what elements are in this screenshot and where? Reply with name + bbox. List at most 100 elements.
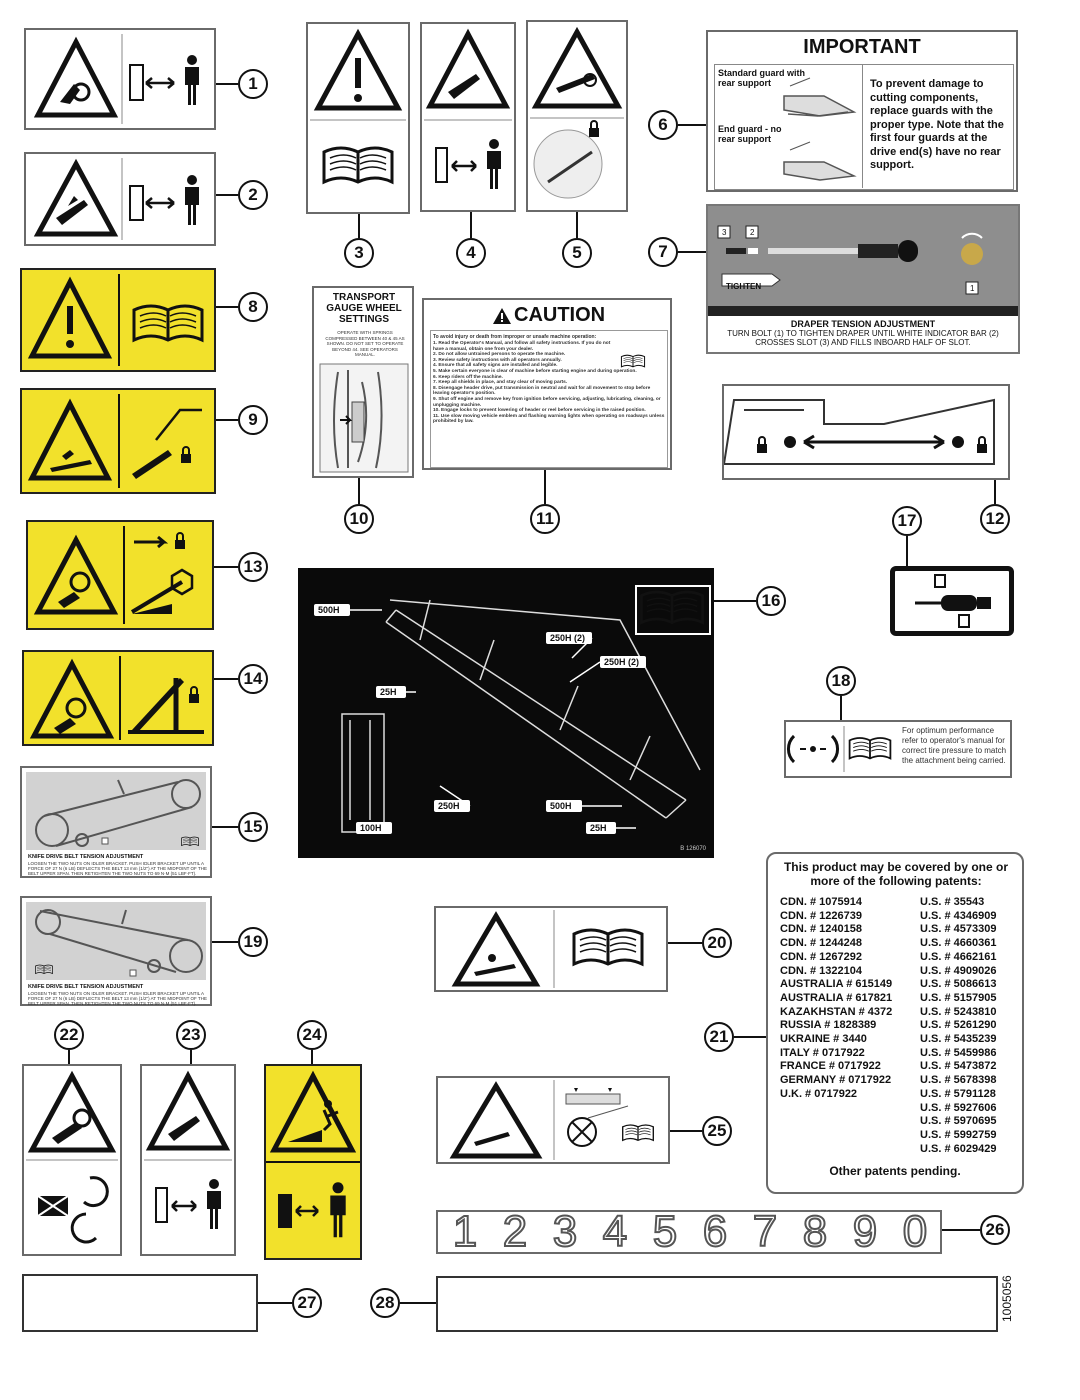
decal-15-title: KNIFE DRIVE BELT TENSION ADJUSTMENT [28,854,144,860]
decal-24-fall-keep-clear [264,1064,362,1260]
decal-20-hazard-manual [434,906,668,992]
callout-9: 9 [238,405,268,435]
belt-drive-diagram-icon [35,909,203,977]
lube-label-6: 500H [550,801,572,811]
patent-entry: U.S. # 5992759 [920,1128,997,1141]
callout-24: 24 [297,1020,327,1050]
callout-25: 25 [702,1116,732,1146]
patent-entry: CDN. # 1075914 [780,896,862,908]
decal-27-blank [22,1274,258,1332]
callout-16: 16 [756,586,786,616]
patent-entry: CDN. # 1244248 [780,937,862,950]
patent-entry: CDN. # 1240158 [780,923,862,936]
decal-10-transport-gauge-wheel: TRANSPORT GAUGE WHEEL SETTINGS OPERATE W… [312,286,414,478]
callout-7: 7 [648,237,678,267]
decal-11-list: 1. Read the Operator's Manual, and follo… [433,341,665,425]
patent-entry: U.S. # 4573309 [920,923,997,936]
decal-1-entanglement-keep-clear [24,28,216,130]
patent-entry: AUSTRALIA # 615149 [780,978,893,991]
patent-entry: U.S. # 5459986 [920,1046,997,1059]
patent-entry: FRANCE # 0717922 [780,1060,881,1073]
decal-15-body: LOOSEN THE TWO NUTS ON IDLER BRACKET. PU… [28,861,207,876]
hand-crush-warning-icon [33,158,199,240]
patent-entry: U.S. # 5086613 [920,978,997,991]
header-lock-icon [29,656,204,740]
decal-28-blank [436,1276,998,1332]
lube-label-8: 25H [590,823,607,833]
digit-9: 9 [852,1210,878,1254]
manual-icon [35,964,53,974]
caution-item: 9. Shut off engine and remove key from i… [433,396,661,408]
callout-20: 20 [702,928,732,958]
callout-10: 10 [344,504,374,534]
patent-entry: U.S. # 5435239 [920,1033,997,1046]
callout-5: 5 [562,238,592,268]
entanglement-warning-icon [33,34,199,124]
manual-icon [640,590,704,624]
decal-12-lock-position [722,384,1010,480]
decal-19-knife-drive-belt: KNIFE DRIVE BELT TENSION ADJUSTMENT LOOS… [20,896,212,1006]
caution-item: 10. Engage locks to prevent lowering of … [433,408,646,414]
draper-tension-diagram-icon [717,225,983,295]
knife-hazard-icon [449,1080,654,1160]
decal-10-title: TRANSPORT GAUGE WHEEL SETTINGS [326,292,402,325]
decal-25-knife-hazard-manual [436,1076,670,1164]
decal-7-draper-tension: 3 2 1 TIGHTEN DRAPER TENSION ADJUSTMENT … [706,204,1020,354]
hazard-manual-icon [451,910,644,988]
patent-entry: U.S. # 5970695 [920,1115,997,1128]
lube-label-5: 250H [438,801,460,811]
decal-5-lock-cylinder [526,20,628,212]
patent-entry: AUSTRALIA # 617821 [780,991,893,1004]
callout-17: 17 [892,506,922,536]
callout-22: 22 [54,1020,84,1050]
callout-13: 13 [238,552,268,582]
callout-3: 3 [344,238,374,268]
callout-1: 1 [238,69,268,99]
callout-21: 21 [704,1022,734,1052]
decal-7-n1: 1 [970,284,975,293]
callout-27: 27 [292,1288,322,1318]
patent-entry: U.S. # 5791128 [920,1087,996,1100]
patent-entry: UKRAINE # 3440 [780,1033,867,1046]
digit-4: 4 [602,1210,628,1254]
decal-21-patents: This product may be covered by one or mo… [766,852,1024,1194]
fall-hazard-icon [266,1070,360,1238]
reel-lock-icon [33,526,194,624]
lube-label-3: 250H (2) [604,657,640,667]
callout-14: 14 [238,664,268,694]
patent-entry: U.S. # 5261290 [920,1019,997,1032]
patent-entry: U.S. # 5473872 [920,1060,997,1073]
decal-7-tighten: TIGHTEN [726,282,762,291]
callout-11: 11 [530,504,560,534]
digit-1: 1 [452,1210,478,1254]
decal-15-knife-drive-belt: KNIFE DRIVE BELT TENSION ADJUSTMENT LOOS… [20,766,212,878]
patent-entry: CDN. # 1267292 [780,950,862,963]
decal-18-body: For optimum performance refer to operato… [902,726,1007,765]
patent-entry: KAZAKHSTAN # 4372 [780,1005,893,1018]
callout-6: 6 [648,110,678,140]
decal-9-crush-lockout [20,388,216,494]
lube-label-1: 500H [318,605,340,615]
general-warning-manual-icon [27,274,204,366]
lock-travel-diagram-icon [724,398,995,465]
decal-6-important-guards: IMPORTANT Standard guard with rear suppo… [706,30,1018,192]
digit-0: 0 [902,1210,928,1254]
caution-item: 11. Use slow moving vehicle emblem and f… [433,413,665,425]
callout-28: 28 [370,1288,400,1318]
digit-3: 3 [552,1210,578,1254]
caution-item: 4. Ensure that all safety signs are inst… [433,363,558,369]
caution-item: 3. Review safety instructions with all o… [433,357,562,363]
hand-crush-keep-clear-icon [424,28,512,189]
general-warning-manual-icon [310,28,406,184]
hand-crush-keep-clear-icon [144,1070,232,1229]
digit-5: 5 [652,1210,678,1254]
callout-12: 12 [980,504,1010,534]
digit-7: 7 [752,1210,778,1254]
caution-item: 7. Keep all shields in place, and stay c… [433,380,568,386]
decal-17-cylinder-symbol [890,566,1014,636]
lube-label-7: 100H [360,823,382,833]
patent-entry: RUSSIA # 1828389 [780,1019,877,1032]
crush-lockout-icon [27,394,202,488]
